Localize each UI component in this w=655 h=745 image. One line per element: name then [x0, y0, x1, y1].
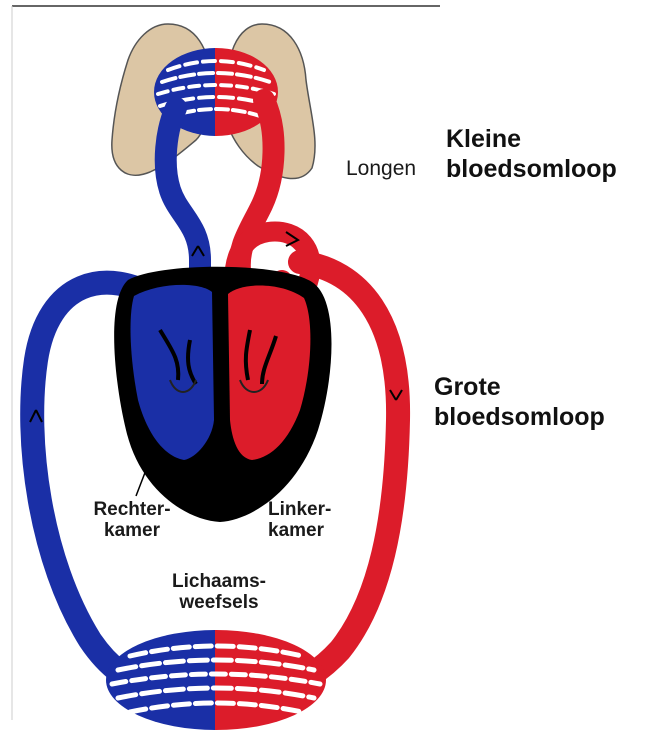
lichaams-line2: weefsels	[154, 593, 284, 614]
grote-line2: bloedsomloop	[434, 402, 605, 432]
label-grote-bloedsomloop: Grote bloedsomloop	[434, 372, 605, 432]
rechterkamer-pointer	[136, 470, 146, 496]
linker-line1: Linker-	[268, 500, 378, 521]
kleine-line2: bloedsomloop	[446, 154, 617, 184]
heart	[114, 267, 331, 522]
rechter-line2: kamer	[72, 521, 192, 542]
grote-line1: Grote	[434, 372, 605, 402]
linker-line2: kamer	[268, 521, 378, 542]
label-longen: Longen	[346, 158, 416, 181]
label-rechterkamer: Rechter- kamer	[72, 500, 192, 541]
label-linkerkamer: Linker- kamer	[268, 500, 378, 541]
kleine-line1: Kleine	[446, 124, 617, 154]
label-lichaamsweefsels: Lichaams- weefsels	[154, 572, 284, 613]
label-kleine-bloedsomloop: Kleine bloedsomloop	[446, 124, 617, 184]
body-capillaries	[106, 630, 326, 730]
lichaams-line1: Lichaams-	[154, 572, 284, 593]
rechter-line1: Rechter-	[72, 500, 192, 521]
